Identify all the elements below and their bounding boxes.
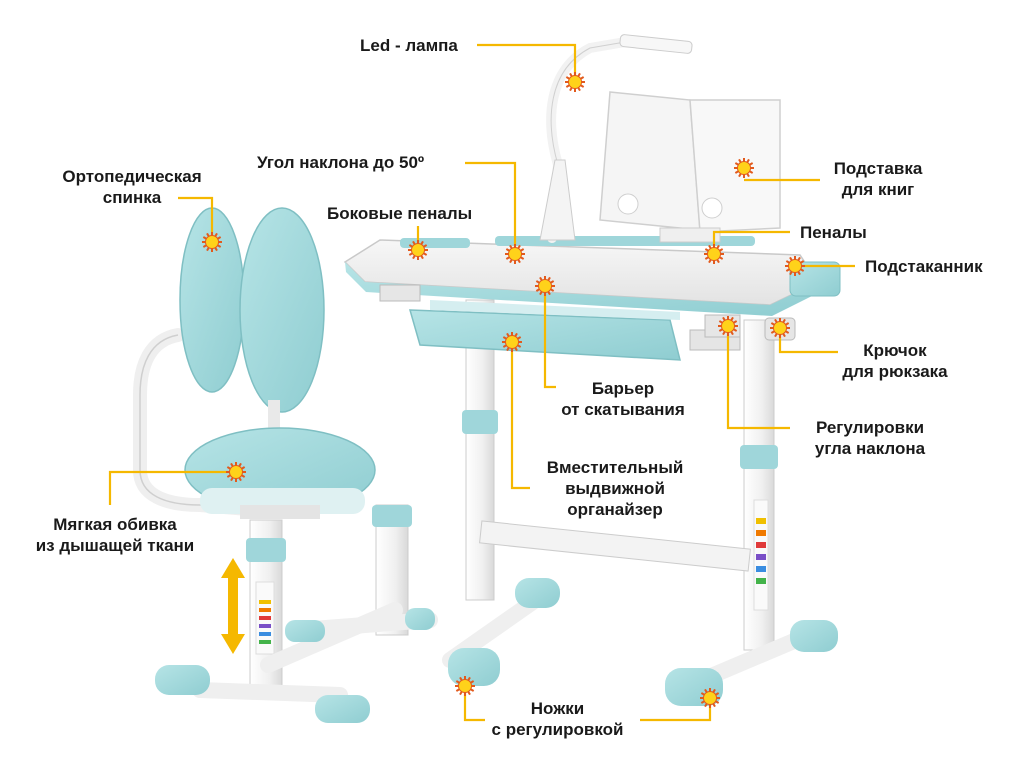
- leader-led-lamp: [477, 43, 577, 80]
- sun-marker-icon: [734, 158, 754, 178]
- label-side-pencil-cases: Боковые пеналы: [327, 203, 472, 224]
- leader-legs-left: [463, 685, 485, 722]
- label-organizer: Вместительный выдвижной органайзер: [530, 457, 700, 520]
- double-arrow-vertical-icon: [221, 558, 245, 654]
- leader-organizer: [510, 341, 530, 490]
- label-line: из дышащей ткани: [35, 536, 195, 555]
- label-line: Вместительный: [546, 458, 684, 477]
- leader-tilt-adjusters: [726, 326, 790, 430]
- sun-marker-icon: [505, 244, 525, 264]
- label-line: Ортопедическая: [62, 167, 202, 186]
- desk-foot-left-front: [448, 648, 500, 686]
- label-adjustable-legs: Ножки с регулировкой: [475, 698, 640, 740]
- chair-foot-back: [315, 695, 370, 723]
- label-line: для рюкзака: [842, 362, 948, 381]
- desk-leg-right: [743, 319, 775, 651]
- label-line: Барьер: [591, 379, 655, 398]
- desk: [343, 34, 841, 706]
- label-line: Угол наклона до 50º: [257, 153, 425, 172]
- label-book-stand: Подставка для книг: [818, 158, 938, 200]
- label-soft-upholstery: Мягкая обивка из дышащей ткани: [16, 514, 214, 556]
- sun-marker-icon: [770, 318, 790, 338]
- label-led-lamp: Led - лампа: [360, 35, 458, 56]
- desk-leg-left: [465, 299, 495, 601]
- sun-marker-icon: [455, 676, 475, 696]
- label-cup-holder: Подстаканник: [865, 256, 983, 277]
- label-line: Боковые пеналы: [327, 204, 473, 223]
- chair-back-cushion-right: [239, 207, 325, 413]
- label-line: Ножки: [530, 699, 585, 718]
- leader-anti-roll: [543, 286, 556, 389]
- sun-marker-icon: [408, 240, 428, 260]
- label-tilt-angle: Угол наклона до 50º: [257, 152, 424, 173]
- sun-marker-icon: [202, 232, 222, 252]
- sun-marker-icon: [785, 256, 805, 276]
- chair-foot-front: [155, 665, 210, 695]
- label-line: спинка: [102, 188, 162, 207]
- leader-orthopedic-back: [178, 196, 214, 240]
- label-tilt-adjusters: Регулировки угла наклона: [790, 417, 950, 459]
- label-line: выдвижной: [565, 479, 665, 498]
- label-anti-roll-barrier: Барьер от скатывания: [548, 378, 698, 420]
- sun-marker-icon: [565, 72, 585, 92]
- sun-marker-icon: [704, 244, 724, 264]
- label-backpack-hook: Крючок для рюкзака: [810, 340, 980, 382]
- label-line: Мягкая обивка: [53, 515, 177, 534]
- label-line: Крючок: [863, 341, 927, 360]
- desk-foot-right-back: [790, 620, 838, 652]
- label-line: органайзер: [567, 500, 663, 519]
- label-line: угла наклона: [814, 439, 926, 458]
- label-line: Пеналы: [800, 223, 867, 242]
- label-line: Регулировки: [815, 418, 925, 437]
- sun-marker-icon: [502, 332, 522, 352]
- label-line: Подставка: [833, 159, 923, 178]
- desk-foot-left-back: [515, 578, 560, 608]
- sun-marker-icon: [535, 276, 555, 296]
- leader-tilt-angle: [465, 161, 517, 252]
- sun-markers: [202, 72, 805, 708]
- sun-marker-icon: [700, 688, 720, 708]
- label-line: с регулировкой: [491, 720, 624, 739]
- leader-soft-upholstery: [108, 470, 236, 505]
- sun-marker-icon: [226, 462, 246, 482]
- label-line: Led - лампа: [360, 36, 458, 55]
- label-orthopedic-back: Ортопедическая спинка: [47, 166, 217, 208]
- chair: [133, 207, 438, 723]
- label-line: от скатывания: [561, 400, 685, 419]
- sun-marker-icon: [718, 316, 738, 336]
- label-line: Подстаканник: [865, 257, 983, 276]
- label-pencil-cases: Пеналы: [800, 222, 867, 243]
- book-stand: [599, 91, 701, 231]
- label-line: для книг: [841, 180, 915, 199]
